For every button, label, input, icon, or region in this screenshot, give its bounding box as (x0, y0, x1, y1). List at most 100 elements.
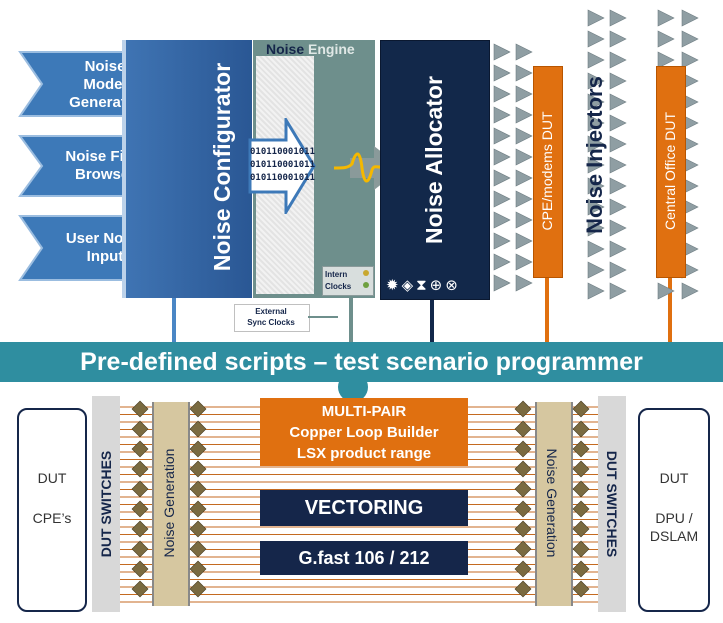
noise-gen-diamond (131, 540, 149, 558)
injector-triangle (609, 51, 627, 69)
connector-line (668, 275, 672, 342)
noise-gen-diamond (514, 500, 532, 518)
injector-triangle (493, 190, 511, 208)
dut-cpe-box (17, 408, 87, 612)
injector-triangle (515, 148, 533, 166)
noise-gen-diamond (514, 420, 532, 438)
multipair-line3: LSX product range (296, 445, 432, 462)
injector-triangle (609, 261, 627, 279)
injector-triangle (493, 106, 511, 124)
injector-triangle (681, 9, 699, 27)
injector-triangle (609, 9, 627, 27)
noise-gen-diamond (572, 420, 590, 438)
multipair-box (260, 398, 468, 466)
engine-binary-text: 010110001011 010110001011 010110001011 (250, 147, 316, 183)
injector-triangle (587, 261, 605, 279)
noise-gen-diamond (514, 540, 532, 558)
dut-dslam-line2: DPU / (655, 510, 693, 526)
waveform-arrow-icon (333, 146, 402, 190)
noise-gen-diamond (131, 400, 149, 418)
injector-triangle (515, 253, 533, 271)
plus-circle-icon: ⊕ (429, 277, 443, 294)
noise-gen-diamond (572, 580, 590, 598)
noise-gen-diamond (514, 560, 532, 578)
noise-gen-diamond (189, 420, 207, 438)
injector-triangle (515, 127, 533, 145)
injector-triangle (493, 127, 511, 145)
multipair-line1: MULTI-PAIR (321, 403, 407, 420)
injector-triangle (493, 64, 511, 82)
clock-dot-icon (363, 270, 369, 276)
injector-triangle (587, 93, 605, 111)
injector-triangle (515, 211, 533, 229)
noise-configurator-block (122, 40, 252, 298)
injector-triangle (681, 282, 699, 300)
noise-gen-diamond (572, 500, 590, 518)
noise-gen-diamond (189, 520, 207, 538)
injector-triangle (657, 51, 675, 69)
noise-gen-diamond (514, 480, 532, 498)
injector-triangle (609, 198, 627, 216)
noise-gen-diamond (189, 460, 207, 478)
noise-gen-diamond (572, 440, 590, 458)
injector-triangle (587, 219, 605, 237)
noise-allocator-label: Noise Allocator (421, 76, 447, 244)
noise-gen-diamond (189, 580, 207, 598)
injector-triangle (587, 240, 605, 258)
injector-triangle (609, 93, 627, 111)
noise-gen-diamond (189, 400, 207, 418)
noise-gen-left-column (152, 402, 190, 606)
noise-gen-diamond (131, 460, 149, 478)
injector-triangle (515, 190, 533, 208)
injector-triangle (493, 43, 511, 61)
external-sync-connector (308, 316, 338, 318)
noise-gen-diamond (189, 560, 207, 578)
injector-triangle (493, 148, 511, 166)
injector-triangle (587, 135, 605, 153)
noise-gen-diamond (514, 580, 532, 598)
spark-icon: ✹ (386, 277, 399, 294)
noise-gen-diamond (514, 400, 532, 418)
noise-gen-diamond (131, 520, 149, 538)
diamond-icon: ◈ (401, 277, 414, 294)
injector-triangle (515, 85, 533, 103)
external-sync-box (234, 304, 310, 332)
injector-triangle (609, 72, 627, 90)
dut-switches-right-box (598, 396, 626, 612)
injector-triangle (609, 282, 627, 300)
intern-clocks-label: Intern Clocks (325, 270, 352, 291)
injector-triangle (587, 198, 605, 216)
injector-triangle (493, 169, 511, 187)
injector-triangle (609, 219, 627, 237)
dut-switches-right-label: DUT SWITCHES (604, 450, 620, 558)
noise-gen-diamond (131, 560, 149, 578)
multipair-line2: Copper Loop Builder (289, 424, 439, 441)
injector-triangle (657, 30, 675, 48)
injector-triangle (587, 156, 605, 174)
noise-configurator-label: Noise Configurator (209, 62, 235, 272)
noise-gen-diamond (572, 480, 590, 498)
noise-gen-diamond (189, 480, 207, 498)
bar-connector-dot (338, 372, 368, 402)
cross-circle-icon: ⊗ (445, 277, 458, 294)
injector-triangle (657, 9, 675, 27)
dut-dslam-line3: DSLAM (649, 528, 699, 544)
injector-triangle (609, 30, 627, 48)
noise-gen-diamond (131, 580, 149, 598)
central-office-label: Central Office DUT (662, 112, 678, 230)
external-sync-label: External Sync Clocks (247, 307, 295, 327)
noise-gen-diamonds (131, 400, 590, 598)
noise-gen-diamond (514, 440, 532, 458)
injector-triangle (609, 156, 627, 174)
connector-line (172, 298, 176, 342)
injector-triangle (587, 9, 605, 27)
noise-gen-diamond (189, 540, 207, 558)
injector-triangle (515, 169, 533, 187)
injector-triangle (587, 72, 605, 90)
noise-gen-diamond (572, 540, 590, 558)
injector-triangle (587, 114, 605, 132)
noise-gen-diamond (572, 460, 590, 478)
noise-gen-diamond (189, 440, 207, 458)
injector-triangle (515, 43, 533, 61)
injector-triangle (609, 177, 627, 195)
